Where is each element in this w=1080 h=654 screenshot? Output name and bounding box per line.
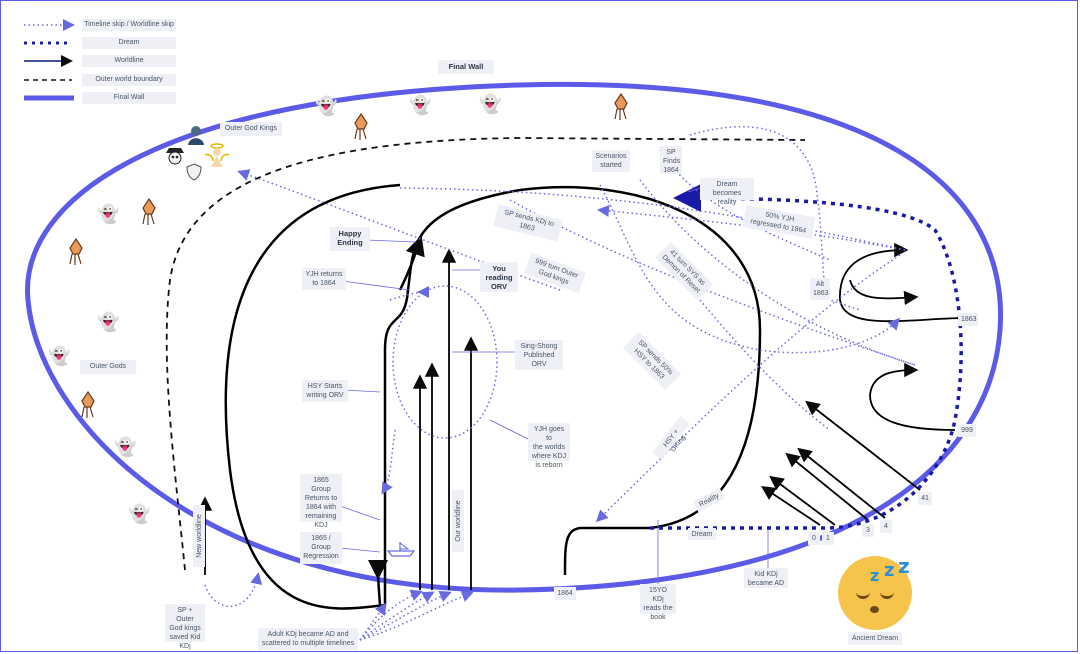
outer-world-boundary [165,137,806,571]
main-worldline-loop [383,186,762,605]
legend-skip-label: Timeline skip / Worldline skip [82,19,176,31]
legend-worldline-label: Worldline [82,55,176,67]
node-0-label: 0 [808,532,820,545]
node-1863-label: 1863 [958,313,978,326]
zzz-icon: z [870,566,880,585]
hooded-figure-icon [188,126,204,145]
squid-icon [69,238,83,265]
ghost-icon: 👻 [114,437,137,458]
skip-999-outer-god-kings [237,169,561,291]
squid-icon [142,198,156,225]
alt-1863-label: Alt 1863 [810,278,830,300]
group-regression-label: 1865 / Group Regression [300,532,342,564]
pirate-skull-icon [166,148,184,165]
hsy-starts-label: HSY Starts writing ORV [302,380,348,402]
new-worldline-label: New worldline [193,505,205,567]
node-3-label: 3 [862,524,874,537]
ghost-icon: 👻 [97,312,120,333]
ghost-icon: 👻 [128,504,151,525]
squid-icon [614,93,628,120]
final-wall-label: Final Wall [438,60,494,74]
adult-kdj-label: Adult KDj became AD and scattered to mul… [258,628,358,650]
you-reading-orv-label: You reading ORV [480,262,518,292]
node-1-label: 1 [822,532,834,545]
fifteen-yo-kdj-label: 15YO KDj reads the book [640,584,676,621]
zzz-icon: z [884,560,895,581]
node-1864-label: 1864 [554,587,576,600]
ghost-icon: 👻 [409,95,432,116]
skip-hsy-dking [595,254,901,523]
happy-ending-label: Happy Ending [330,227,370,251]
legend-boundary-label: Outer world boundary [82,74,176,86]
squid-icon [81,391,95,418]
yjh-goes-label: YJH goes to the worlds where KDJ is rebo… [528,423,570,469]
shield-icon [186,163,202,181]
legend-dream-label: Dream [82,37,176,49]
legend-finalwall-label: Final Wall [82,92,176,104]
scenarios-started-label: Scenarios started [592,150,630,172]
ghost-icon: 👻 [315,96,338,117]
dream-becomes-reality-label: Dream becomes reality [700,178,754,206]
sing-shong-cycle [392,285,498,439]
ancient-dream-label: Ancient Dream [848,632,902,645]
sing-shong-label: Sing-Shong Published ORV [515,340,563,370]
dream-label: Dream [688,528,716,540]
angel-icon [204,143,230,167]
yjh-returns-label: YJH returns to 1864 [302,268,346,290]
node-4-label: 4 [880,520,892,533]
ship-icon [386,542,416,557]
ghost-icon: 👻 [48,346,71,367]
ghost-icon: 👻 [479,94,502,115]
outer-god-kings-label: Outer God Kings [220,122,282,136]
kid-kdj-label: Kid KDj became AD [744,568,788,588]
dream-path [650,184,963,530]
node-999-label: 999 [958,424,976,437]
ghost-icon: 👻 [97,204,120,225]
sleeping-face-icon [838,556,912,630]
zzz-icon: z [898,554,910,578]
happy-ending-arrow [398,235,425,291]
group-1865-label: 1865 Group Returns to 1864 with remainin… [300,474,342,529]
node-41-label: 41 [918,492,932,505]
sp-finds-label: SP Finds 1864 [660,146,682,174]
our-worldline-label: Our worldline [452,490,464,552]
outer-gods-label: Outer Gods [80,360,136,374]
sp-outer-god-kings-label: SP + Outer God kings saved Kid KDj [165,604,205,650]
squid-icon [354,113,368,140]
outer-worldline-loop [224,183,401,610]
